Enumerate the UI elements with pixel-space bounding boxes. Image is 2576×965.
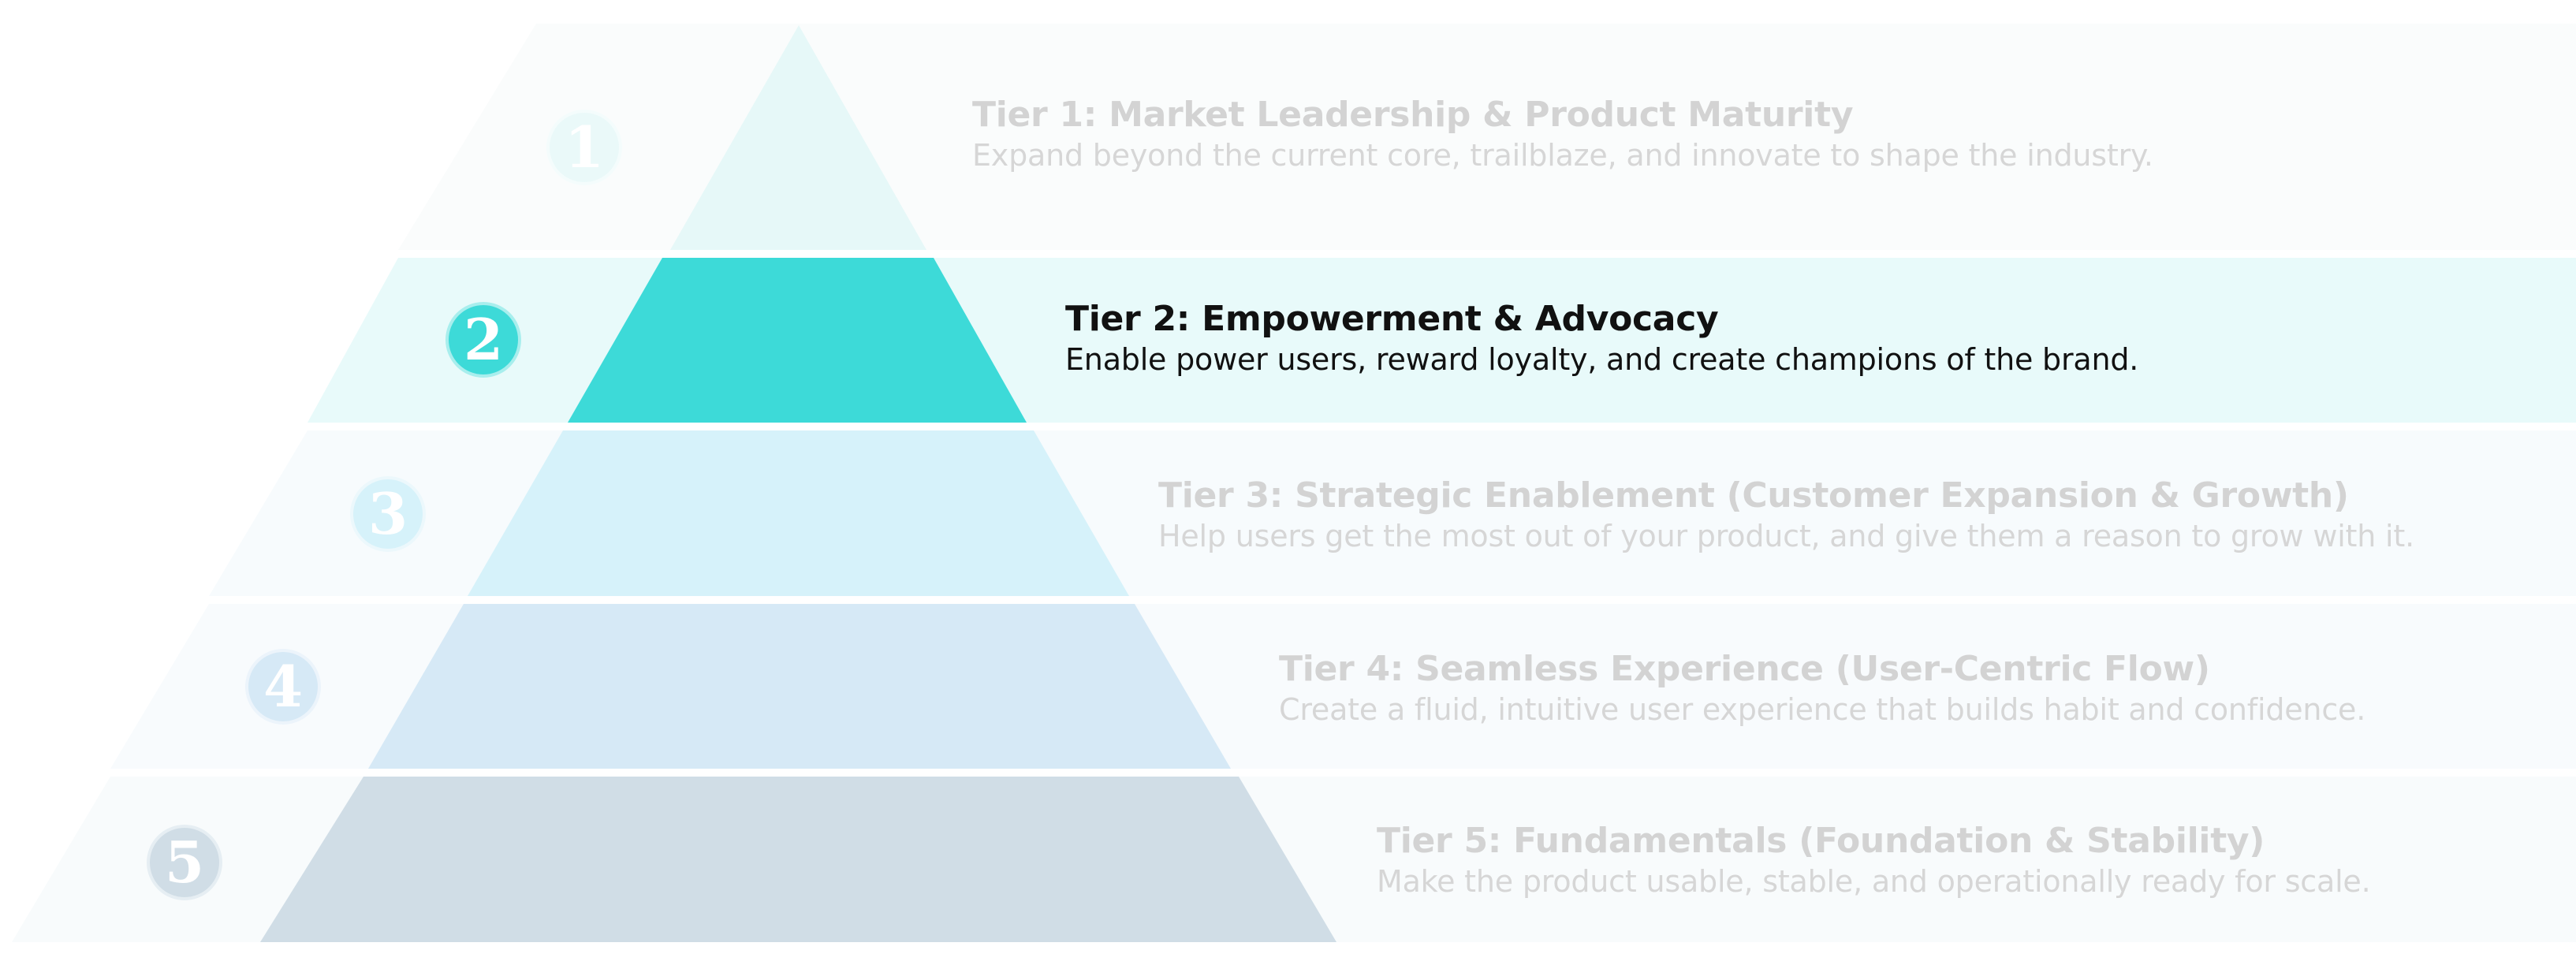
tier-4-number: 4: [263, 653, 304, 720]
tier-4-text: Tier 4: Seamless Experience (User-Centri…: [1279, 649, 2365, 729]
tier-2-title: Tier 2: Empowerment & Advocacy: [1065, 299, 1719, 339]
tier-5-title: Tier 5: Fundamentals (Foundation & Stabi…: [1377, 821, 2265, 861]
tier-5-number: 5: [164, 829, 205, 896]
tier-2-description: Enable power users, reward loyalty, and …: [1065, 341, 2139, 377]
tier-5-description: Make the product usable, stable, and ope…: [1377, 863, 2371, 899]
tier-5-text: Tier 5: Fundamentals (Foundation & Stabi…: [1377, 821, 2371, 901]
tier-1-number-badge: 1: [546, 110, 622, 185]
tier-4-title: Tier 4: Seamless Experience (User-Centri…: [1279, 649, 2210, 689]
tier-3-description: Help users get the most out of your prod…: [1158, 518, 2414, 553]
tier-1-text: Tier 1: Market Leadership & Product Matu…: [972, 95, 2153, 175]
pyramid-tier-5: [260, 777, 1336, 942]
tier-2-text: Tier 2: Empowerment & Advocacy Enable po…: [1065, 299, 2138, 379]
tier-1-title: Tier 1: Market Leadership & Product Matu…: [972, 95, 1854, 135]
tier-5-number-badge: 5: [147, 825, 222, 900]
tier-3-number: 3: [367, 480, 408, 547]
tier-4-description: Create a fluid, intuitive user experienc…: [1279, 691, 2366, 727]
pyramid-tier-2: [568, 258, 1027, 423]
pyramid-tiers: [260, 25, 1336, 942]
tier-3-text: Tier 3: Strategic Enablement (Customer E…: [1158, 475, 2414, 556]
tier-2-number: 2: [463, 306, 504, 373]
band-tier-1: [398, 24, 2576, 250]
pyramid-tier-3: [468, 430, 1129, 596]
tier-3-number-badge: 3: [350, 476, 426, 552]
pyramid-tier-4: [368, 604, 1231, 769]
tier-3-title: Tier 3: Strategic Enablement (Customer E…: [1158, 475, 2349, 516]
tier-1-number: 1: [564, 114, 605, 181]
tier-2-number-badge: 2: [445, 302, 521, 378]
tier-4-number-badge: 4: [245, 649, 321, 725]
tier-1-description: Expand beyond the current core, trailbla…: [972, 137, 2153, 173]
pyramid-tier-1: [670, 25, 926, 250]
